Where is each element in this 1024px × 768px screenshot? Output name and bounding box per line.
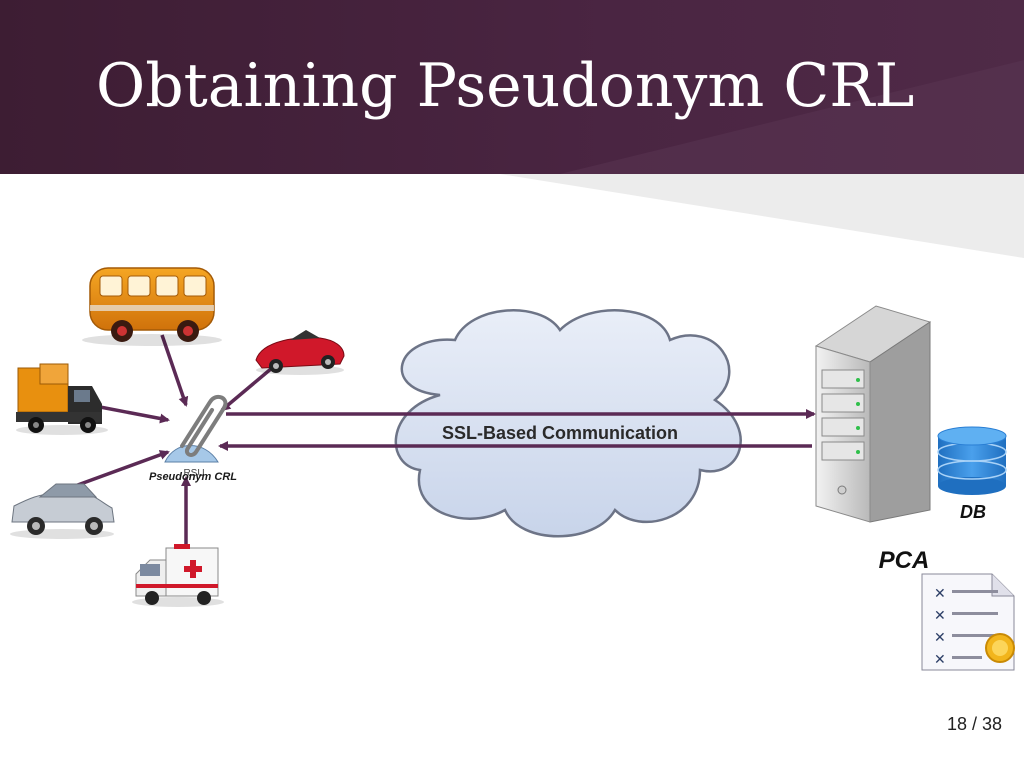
rsu-label: RSU bbox=[183, 468, 204, 479]
page-number: 18 / 38 bbox=[946, 714, 1002, 734]
rsu-caption: Pseudonym CRL bbox=[149, 471, 237, 483]
arrow-bus bbox=[160, 334, 189, 407]
crl-document-icon: ✕ ✕ ✕ ✕ bbox=[921, 573, 1015, 671]
background-band bbox=[500, 174, 1024, 258]
arrow-sports-car bbox=[220, 366, 274, 412]
svg-text:✕: ✕ bbox=[934, 652, 946, 668]
bus-icon bbox=[82, 267, 222, 346]
svg-text:✕: ✕ bbox=[934, 608, 946, 624]
slide-title: Obtaining Pseudonym CRL bbox=[96, 51, 915, 121]
title-bar: Obtaining Pseudonym CRL bbox=[0, 0, 1024, 174]
paperclip-icon bbox=[180, 394, 228, 457]
server-icon bbox=[814, 305, 932, 523]
header-decoration bbox=[560, 60, 1024, 174]
rsu-icon bbox=[164, 394, 228, 463]
truck-icon bbox=[16, 363, 108, 435]
database-icon bbox=[937, 426, 1007, 495]
server-label: PCA bbox=[879, 547, 930, 574]
sports-car-icon bbox=[255, 330, 345, 375]
arrow-truck bbox=[99, 405, 170, 424]
cloud-label: SSL-Based Communication bbox=[442, 423, 678, 443]
svg-text:✕: ✕ bbox=[934, 630, 946, 646]
ambulance-icon bbox=[132, 544, 224, 607]
svg-text:✕: ✕ bbox=[934, 586, 946, 602]
db-label: DB bbox=[960, 502, 986, 522]
sedan-icon bbox=[10, 483, 115, 539]
